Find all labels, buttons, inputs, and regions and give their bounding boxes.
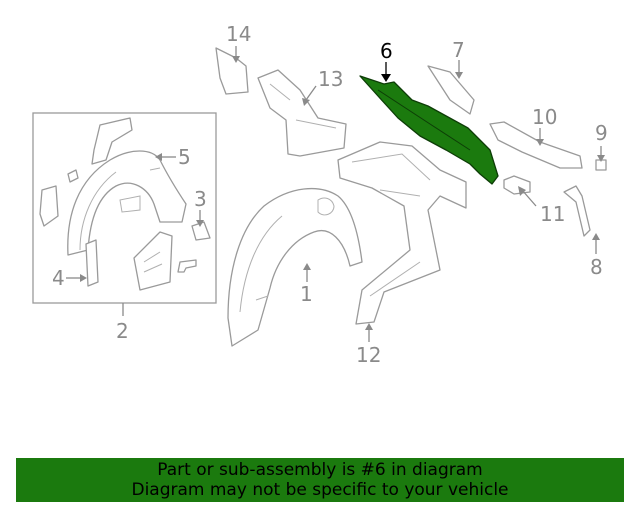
- subassembly-box: [32, 112, 217, 304]
- callout-5: 5: [178, 145, 191, 169]
- callout-7: 7: [452, 38, 465, 62]
- part-8-strip[interactable]: [563, 185, 591, 237]
- part-4-strip[interactable]: [85, 239, 99, 287]
- part-12-inner-panel[interactable]: [337, 141, 467, 325]
- part-bracket-top[interactable]: [91, 117, 133, 165]
- part-lower-panel[interactable]: [133, 231, 173, 291]
- part-small-hook[interactable]: [177, 259, 197, 273]
- part-10-rail[interactable]: [489, 121, 583, 169]
- parts-diagram: 1 2 3 4 5 6 7 8 9 10 11 12 13 14: [32, 22, 608, 367]
- callout-4: 4: [52, 266, 65, 290]
- callout-13: 13: [318, 67, 343, 91]
- part-14-bracket[interactable]: [215, 47, 249, 95]
- callout-1: 1: [300, 282, 313, 306]
- callout-11: 11: [540, 202, 565, 226]
- callout-12: 12: [356, 343, 381, 367]
- callout-6: 6: [380, 39, 393, 63]
- part-side-bracket[interactable]: [39, 185, 59, 227]
- part-11-bracket[interactable]: [503, 175, 531, 195]
- part-9-clip[interactable]: [595, 159, 607, 171]
- callout-14: 14: [226, 22, 251, 46]
- callout-8: 8: [590, 255, 603, 279]
- part-5-inner-wheelhouse[interactable]: [67, 150, 187, 256]
- callout-10: 10: [532, 105, 557, 129]
- part-7-rail[interactable]: [427, 65, 475, 115]
- part-6-highlighted[interactable]: [359, 75, 499, 185]
- part-13-panel[interactable]: [257, 69, 347, 157]
- callout-9: 9: [595, 121, 608, 145]
- info-banner: Part or sub-assembly is #6 in diagram Di…: [16, 458, 624, 502]
- part-small-clip[interactable]: [67, 169, 79, 183]
- banner-line-1: Part or sub-assembly is #6 in diagram: [157, 460, 483, 480]
- part-1-outer-wheelhouse[interactable]: [227, 187, 363, 347]
- banner-line-2: Diagram may not be specific to your vehi…: [131, 480, 509, 500]
- callout-3: 3: [194, 187, 207, 211]
- callout-2: 2: [116, 319, 129, 343]
- leader-lines: [66, 46, 605, 342]
